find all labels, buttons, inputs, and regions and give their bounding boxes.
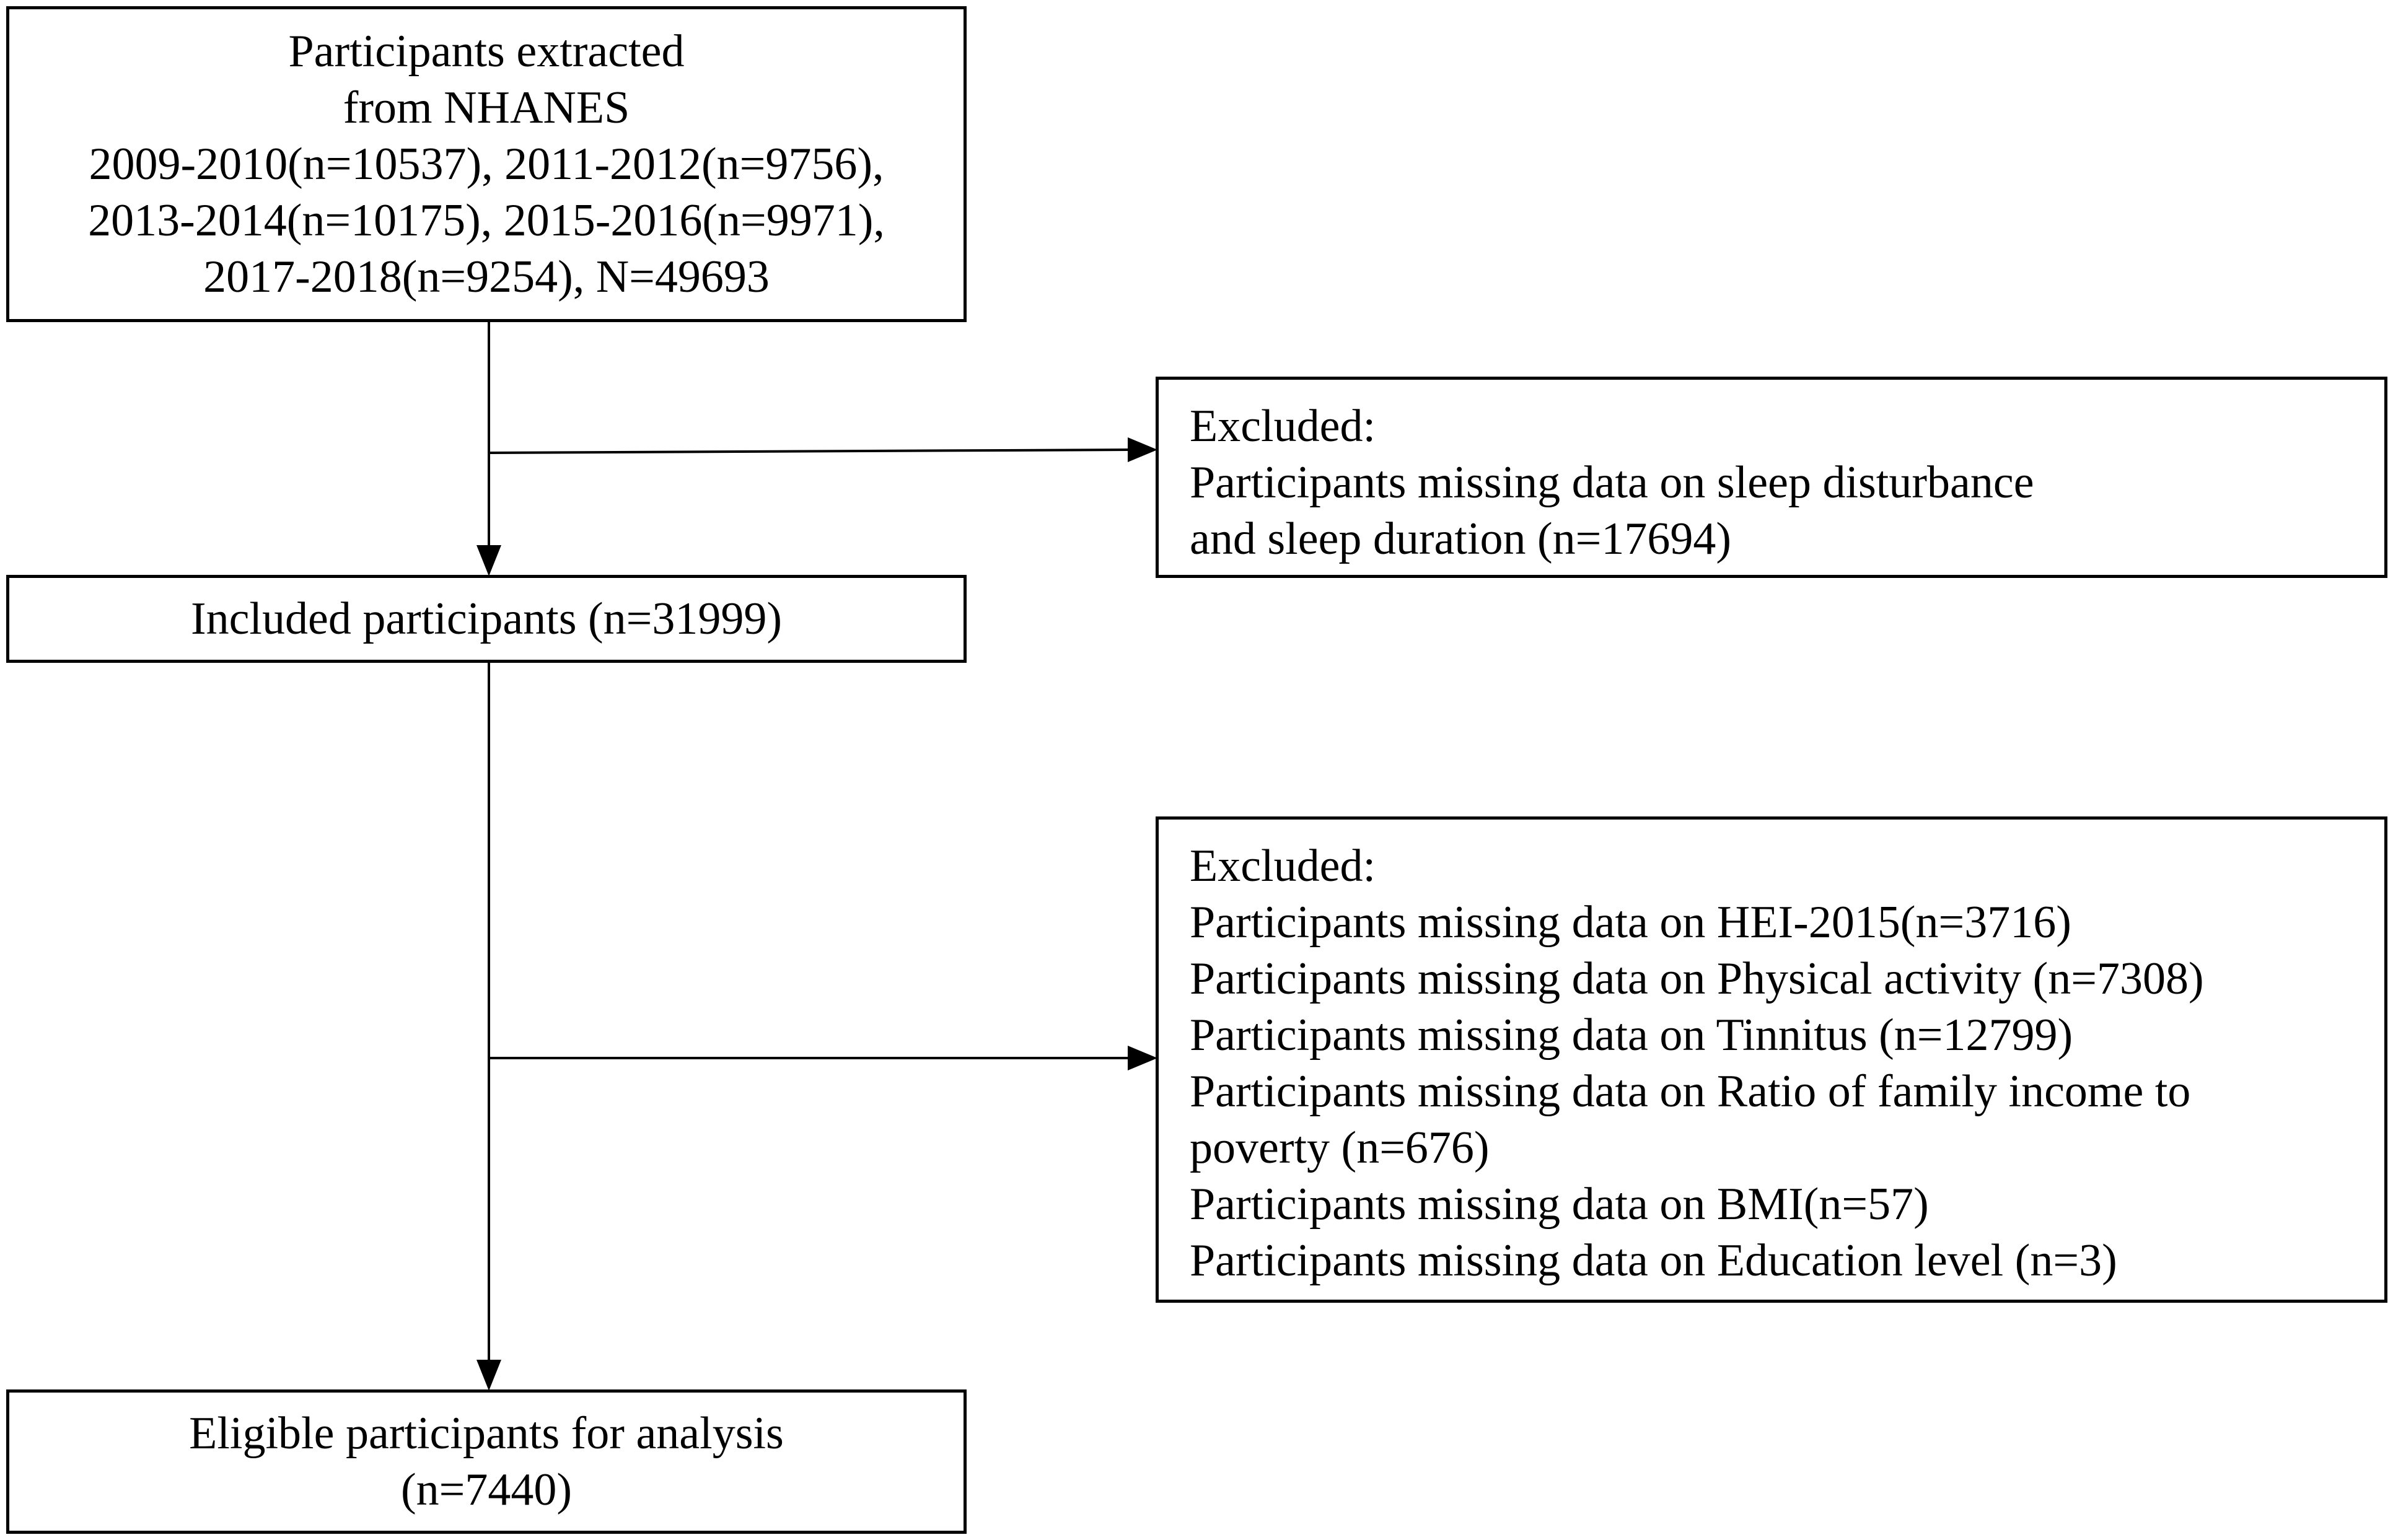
exclusion-1-line: and sleep duration (n=17694) xyxy=(1190,514,1732,564)
arrowhead-exclusion-1 xyxy=(1128,437,1157,462)
final-line: (n=7440) xyxy=(400,1464,573,1515)
source-line: 2013-2014(n=10175), 2015-2016(n=9971), xyxy=(88,195,885,246)
exclusion-box-sleep: Excluded: Participants missing data on s… xyxy=(1156,377,2387,578)
arrowhead-included xyxy=(476,545,501,576)
arrowhead-final xyxy=(476,1360,501,1391)
included-participants-box: Included participants (n=31999) xyxy=(6,575,967,663)
exclusion-2-line: Participants missing data on Education l… xyxy=(1190,1235,2117,1286)
exclusion-2-line: Excluded: xyxy=(1190,841,1376,891)
exclusion-2-line: poverty (n=676) xyxy=(1190,1122,1490,1173)
exclusion-2-line: Participants missing data on BMI(n=57) xyxy=(1190,1179,1929,1230)
final-line: Eligible participants for analysis xyxy=(189,1407,784,1459)
exclusion-1-line: Excluded: xyxy=(1190,401,1376,452)
exclusion-2-line: Participants missing data on HEI-2015(n=… xyxy=(1190,897,2071,948)
eligible-participants-box: Eligible participants for analysis (n=74… xyxy=(6,1389,967,1534)
source-line: from NHANES xyxy=(343,82,630,133)
exclusion-2-line: Participants missing data on Ratio of fa… xyxy=(1190,1066,2191,1117)
source-line: Participants extracted xyxy=(288,25,685,77)
source-participants-box: Participants extracted from NHANES 2009-… xyxy=(6,6,967,322)
exclusion-box-covariates: Excluded: Participants missing data on H… xyxy=(1156,816,2387,1303)
exclusion-2-line: Participants missing data on Physical ac… xyxy=(1190,953,2204,1004)
source-line: 2017-2018(n=9254), N=49693 xyxy=(203,251,770,302)
exclusion-1-line: Participants missing data on sleep distu… xyxy=(1190,457,2034,508)
arrow-to-exclusion-1 xyxy=(488,448,1128,454)
exclusion-2-line: Participants missing data on Tinnitus (n… xyxy=(1190,1010,2073,1061)
included-line: Included participants (n=31999) xyxy=(190,593,783,644)
source-line: 2009-2010(n=10537), 2011-2012(n=9756), xyxy=(89,138,884,190)
arrowhead-exclusion-2 xyxy=(1128,1046,1157,1070)
